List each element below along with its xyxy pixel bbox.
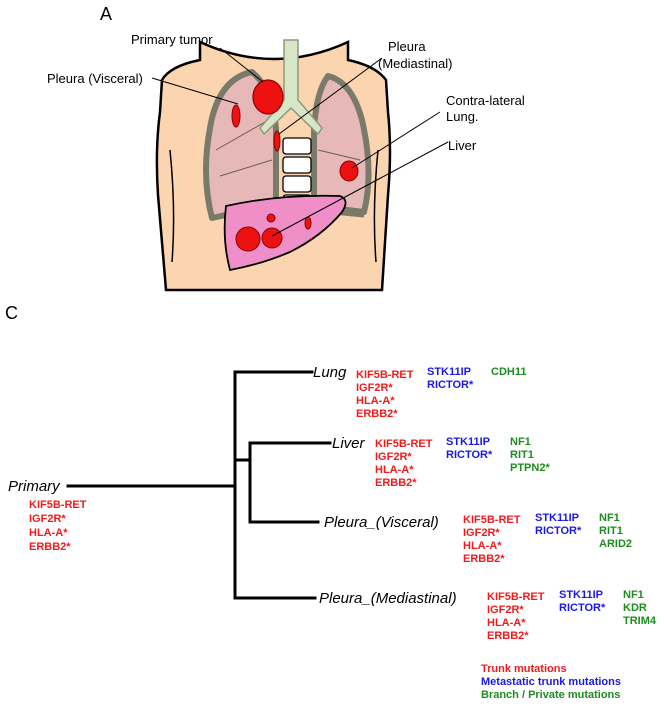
- pleura-mediastinal-mutations: KIF5B-RET IGF2R* HLA-A* ERBB2* STK11IP R…: [487, 589, 657, 642]
- contra-lateral-tumor: [339, 160, 359, 182]
- mutation: RIT1: [599, 525, 623, 537]
- mutation: IGF2R*: [463, 527, 500, 539]
- legend: Trunk mutations Metastatic trunk mutatio…: [481, 663, 621, 701]
- legend-branch-private: Branch / Private mutations: [481, 689, 620, 701]
- label-pleura-mediastinal-line1: Pleura: [388, 39, 426, 54]
- mutation: STK11IP: [427, 366, 471, 378]
- mutation: KIF5B-RET: [487, 591, 545, 603]
- mutation: STK11IP: [535, 512, 579, 524]
- mutation: HLA-A*: [29, 527, 68, 539]
- liver-organ: [223, 194, 347, 272]
- mutation: HLA-A*: [375, 464, 414, 476]
- mutation: KIF5B-RET: [356, 369, 414, 381]
- mutation: HLA-A*: [487, 617, 526, 629]
- mutation: KIF5B-RET: [375, 438, 433, 450]
- mutation: IGF2R*: [487, 604, 524, 616]
- label-primary-tumor: Primary tumor: [131, 32, 213, 47]
- mutation: IGF2R*: [29, 513, 66, 525]
- mutation: KDR: [623, 602, 647, 614]
- body-illustration: [151, 39, 449, 292]
- node-pleura-visceral: Pleura_(Visceral): [324, 514, 439, 531]
- pleura-visceral-mutations: KIF5B-RET IGF2R* HLA-A* ERBB2* STK11IP R…: [463, 512, 632, 565]
- node-lung: Lung: [313, 364, 347, 381]
- mutation: STK11IP: [559, 589, 603, 601]
- mutation: RICTOR*: [559, 602, 606, 614]
- mutation: ERBB2*: [463, 553, 505, 565]
- mutation: ERBB2*: [487, 630, 529, 642]
- liver-mutations: KIF5B-RET IGF2R* HLA-A* ERBB2* STK11IP R…: [375, 436, 550, 489]
- mutation: HLA-A*: [356, 395, 395, 407]
- mutation: ARID2: [599, 538, 632, 550]
- primary-mutations: KIF5B-RET IGF2R* HLA-A* ERBB2*: [29, 499, 87, 553]
- label-contra-lateral-line1: Contra-lateral: [446, 93, 525, 108]
- mutation: NF1: [599, 512, 620, 524]
- panel-a-letter: A: [100, 4, 112, 24]
- mutation: HLA-A*: [463, 540, 502, 552]
- label-contra-lateral-line2: Lung.: [446, 109, 479, 124]
- mutation: CDH11: [491, 366, 526, 378]
- mutation: IGF2R*: [356, 382, 393, 394]
- lung-mutations: KIF5B-RET IGF2R* HLA-A* ERBB2* STK11IP R…: [356, 366, 526, 420]
- node-liver: Liver: [332, 435, 366, 452]
- mutation: PTPN2*: [510, 462, 550, 474]
- mutation: KIF5B-RET: [29, 499, 87, 511]
- phylogenetic-tree: [66, 370, 332, 600]
- mutation: TRIM4: [623, 615, 657, 627]
- mutation: STK11IP: [446, 436, 490, 448]
- node-primary: Primary: [8, 478, 61, 495]
- mutation: IGF2R*: [375, 451, 412, 463]
- label-pleura-visceral: Pleura (Visceral): [47, 71, 143, 86]
- legend-trunk: Trunk mutations: [481, 663, 567, 675]
- node-pleura-mediastinal: Pleura_(Mediastinal): [319, 590, 457, 607]
- mutation: RIT1: [510, 449, 534, 461]
- mutation: ERBB2*: [29, 541, 71, 553]
- panel-c-letter: C: [5, 303, 18, 323]
- legend-metastatic-trunk: Metastatic trunk mutations: [481, 676, 621, 688]
- label-liver: Liver: [448, 138, 477, 153]
- mutation: KIF5B-RET: [463, 514, 521, 526]
- mutation: NF1: [510, 436, 531, 448]
- mutation: NF1: [623, 589, 644, 601]
- mutation: ERBB2*: [375, 477, 417, 489]
- mutation: RICTOR*: [427, 379, 474, 391]
- mutation: ERBB2*: [356, 408, 398, 420]
- primary-tumor: [252, 79, 284, 115]
- label-pleura-mediastinal-line2: (Mediastinal): [378, 56, 452, 71]
- mutation: RICTOR*: [535, 525, 582, 537]
- mutation: RICTOR*: [446, 449, 493, 461]
